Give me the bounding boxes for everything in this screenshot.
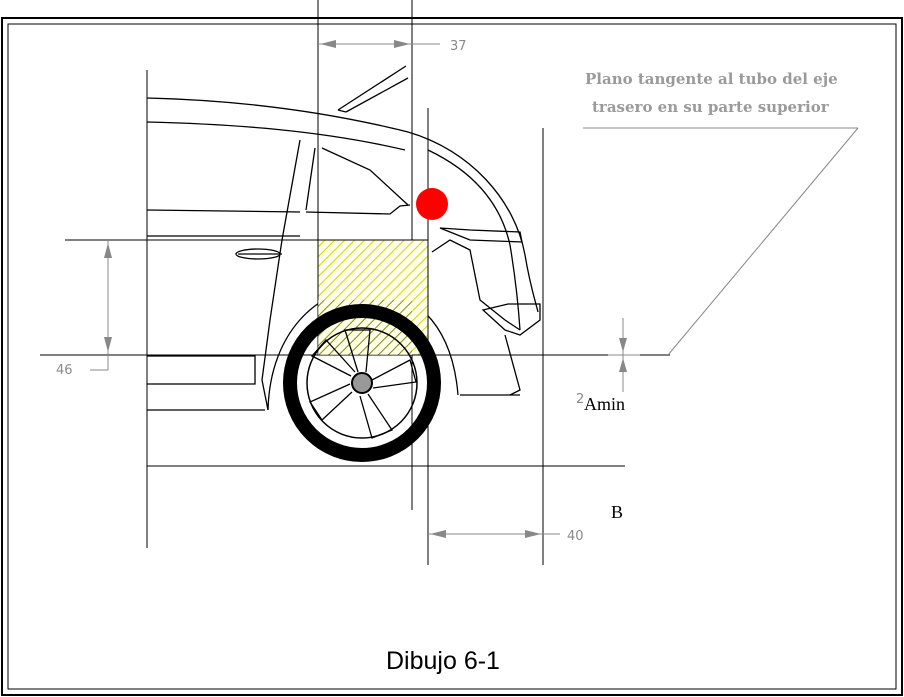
annotation-line-2: trasero en su parte superior bbox=[592, 98, 830, 116]
dimension-amin: 2 Amin bbox=[576, 318, 640, 414]
label-b: B bbox=[611, 502, 623, 522]
outer-frame bbox=[1, 17, 903, 696]
car-outline bbox=[146, 65, 541, 411]
label-amin: Amin bbox=[584, 394, 625, 414]
rear-wheel bbox=[283, 304, 441, 462]
annotation-leader: Plano tangente al tubo del eje trasero e… bbox=[583, 70, 859, 356]
svg-text:46: 46 bbox=[56, 363, 73, 378]
inner-frame bbox=[7, 23, 897, 690]
svg-text:40: 40 bbox=[567, 529, 584, 544]
annotation-line-1: Plano tangente al tubo del eje bbox=[585, 70, 838, 88]
dimension-37: 37 bbox=[318, 39, 467, 54]
svg-text:37: 37 bbox=[450, 39, 467, 54]
reference-point-marker bbox=[416, 188, 448, 220]
svg-text:2: 2 bbox=[576, 392, 584, 407]
dimension-46: 46 bbox=[56, 240, 112, 378]
dimension-40: 40 bbox=[428, 529, 584, 544]
wheel-hub bbox=[351, 372, 373, 394]
figure-caption: Dibujo 6-1 bbox=[386, 647, 500, 675]
